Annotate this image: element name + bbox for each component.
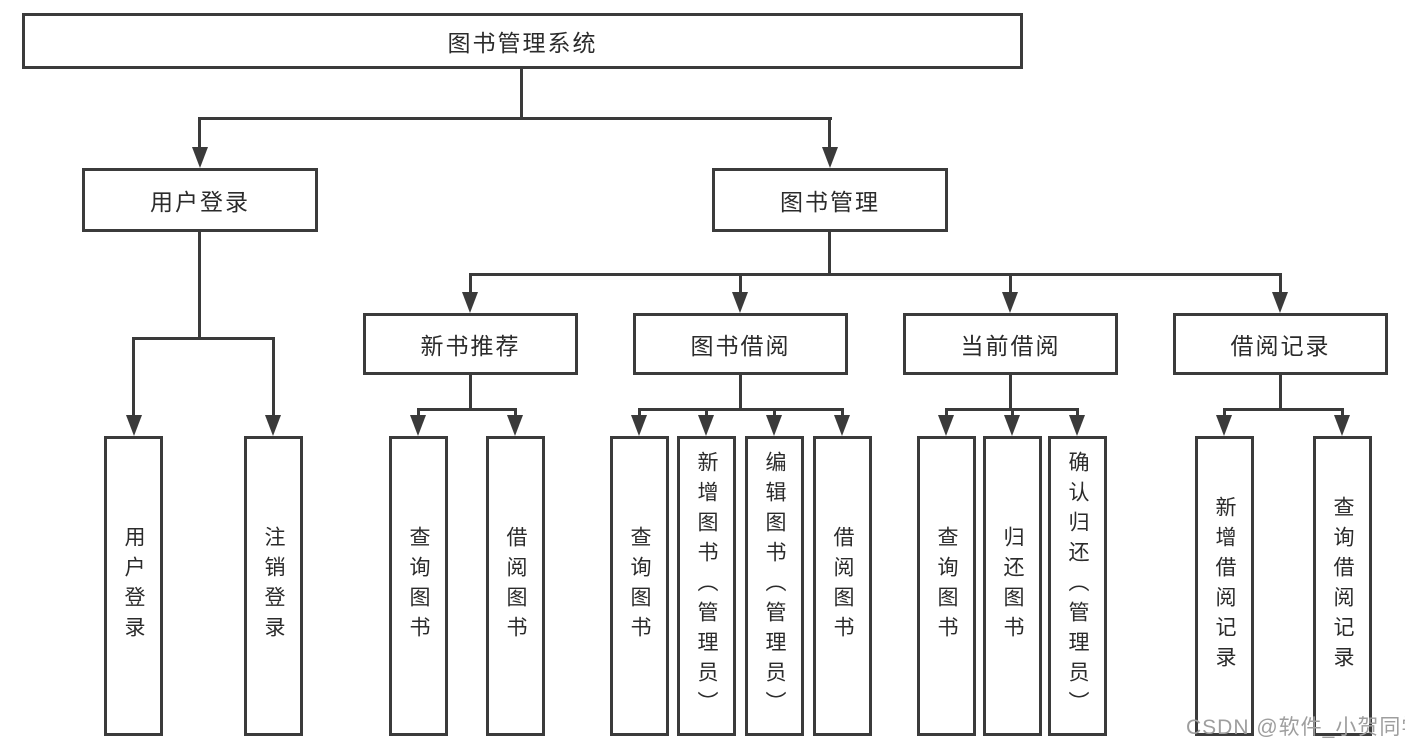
connector-current-drop-3 [1076, 408, 1079, 416]
node-query-borrow-record: 查询借阅记录 [1313, 436, 1372, 736]
connector-recommend-drop-1 [417, 408, 420, 416]
node-return-books-label: 归还图书 [1001, 526, 1024, 646]
connector-current-drop-2 [1011, 408, 1014, 416]
arrow-down-icon [766, 415, 782, 436]
connector-root-drop-right [828, 117, 831, 149]
connector-user-login-crossbar [132, 337, 275, 340]
connector-book-mgmt-drop-2 [739, 273, 742, 294]
node-library-management-system-label: 图书管理系统 [447, 30, 598, 56]
connector-recommend-stem [469, 375, 472, 408]
arrow-down-icon [631, 415, 647, 436]
node-borrow-books-borrowing: 借阅图书 [813, 436, 872, 736]
node-add-borrow-record-label: 新增借阅记录 [1213, 496, 1236, 676]
connector-borrowing-stem [739, 375, 742, 408]
connector-current-drop-1 [945, 408, 948, 416]
connector-book-mgmt-crossbar [469, 273, 1282, 276]
arrow-down-icon [462, 292, 478, 313]
node-borrow-books-recommend: 借阅图书 [486, 436, 545, 736]
node-add-borrow-record: 新增借阅记录 [1195, 436, 1254, 736]
node-add-books-admin: 新增图书（管理员） [677, 436, 736, 736]
node-logout-leaf-label: 注销登录 [262, 526, 285, 646]
arrow-down-icon [1272, 292, 1288, 313]
arrow-down-icon [732, 292, 748, 313]
connector-root-drop-left [198, 117, 201, 149]
connector-book-mgmt-drop-1 [469, 273, 472, 294]
node-return-books: 归还图书 [983, 436, 1042, 736]
arrow-down-icon [507, 415, 523, 436]
connector-recommend-crossbar [417, 408, 517, 411]
connector-borrowing-crossbar [638, 408, 844, 411]
arrow-down-icon [938, 415, 954, 436]
node-new-book-recommendation: 新书推荐 [363, 313, 578, 375]
node-query-books-borrowing: 查询图书 [610, 436, 669, 736]
connector-recommend-drop-2 [514, 408, 517, 416]
arrow-down-icon [1004, 415, 1020, 436]
node-confirm-return-admin-label: 确认归还（管理员） [1066, 451, 1089, 721]
arrow-down-icon [834, 415, 850, 436]
connector-book-mgmt-drop-3 [1009, 273, 1012, 294]
arrow-down-icon [265, 415, 281, 436]
connector-records-stem [1279, 375, 1282, 408]
node-query-books-current-label: 查询图书 [935, 526, 958, 646]
node-current-borrowing-label: 当前借阅 [960, 333, 1061, 359]
node-user-login-branch-label: 用户登录 [150, 189, 250, 215]
node-user-login-leaf-label: 用户登录 [122, 526, 145, 646]
connector-user-login-stem [198, 232, 201, 337]
arrow-down-icon [126, 415, 142, 436]
node-query-borrow-record-label: 查询借阅记录 [1331, 496, 1354, 676]
connector-borrowing-drop-4 [841, 408, 844, 416]
node-user-login-branch: 用户登录 [82, 168, 318, 232]
arrow-down-icon [1216, 415, 1232, 436]
node-borrow-books-borrowing-label: 借阅图书 [831, 526, 854, 646]
node-logout-leaf: 注销登录 [244, 436, 303, 736]
node-edit-books-admin: 编辑图书（管理员） [745, 436, 804, 736]
connector-root-stem [520, 69, 523, 117]
arrow-down-icon [1002, 292, 1018, 313]
node-borrowing-records-label: 借阅记录 [1230, 333, 1331, 359]
arrow-down-icon [410, 415, 426, 436]
connector-borrowing-drop-1 [638, 408, 641, 416]
connector-current-stem [1009, 375, 1012, 408]
node-add-books-admin-label: 新增图书（管理员） [695, 451, 718, 721]
arrow-down-icon [698, 415, 714, 436]
connector-records-drop-2 [1341, 408, 1344, 416]
connector-records-drop-1 [1223, 408, 1226, 416]
node-borrow-books-recommend-label: 借阅图书 [504, 526, 527, 646]
node-library-management-system: 图书管理系统 [22, 13, 1023, 69]
connector-user-login-drop-2 [272, 337, 275, 416]
node-borrowing-records: 借阅记录 [1173, 313, 1388, 375]
connector-book-mgmt-drop-4 [1279, 273, 1282, 294]
node-book-management-branch: 图书管理 [712, 168, 948, 232]
node-book-borrowing-label: 图书借阅 [690, 333, 791, 359]
connector-borrowing-drop-2 [705, 408, 708, 416]
csdn-watermark: CSDN @软件_小贺同学 [1186, 716, 1405, 739]
arrow-down-icon [1069, 415, 1085, 436]
connector-user-login-drop-1 [132, 337, 135, 416]
node-query-books-current: 查询图书 [917, 436, 976, 736]
connector-borrowing-drop-3 [773, 408, 776, 416]
arrow-down-icon [822, 147, 838, 168]
node-current-borrowing: 当前借阅 [903, 313, 1118, 375]
node-query-books-borrowing-label: 查询图书 [628, 526, 651, 646]
connector-root-crossbar [198, 117, 832, 120]
node-query-books-recommend: 查询图书 [389, 436, 448, 736]
connector-records-crossbar [1223, 408, 1344, 411]
node-edit-books-admin-label: 编辑图书（管理员） [763, 451, 786, 721]
node-confirm-return-admin: 确认归还（管理员） [1048, 436, 1107, 736]
connector-book-mgmt-stem [828, 232, 831, 273]
arrow-down-icon [1334, 415, 1350, 436]
node-query-books-recommend-label: 查询图书 [407, 526, 430, 646]
node-book-management-branch-label: 图书管理 [780, 189, 880, 215]
node-new-book-recommendation-label: 新书推荐 [420, 333, 521, 359]
node-user-login-leaf: 用户登录 [104, 436, 163, 736]
arrow-down-icon [192, 147, 208, 168]
node-book-borrowing: 图书借阅 [633, 313, 848, 375]
